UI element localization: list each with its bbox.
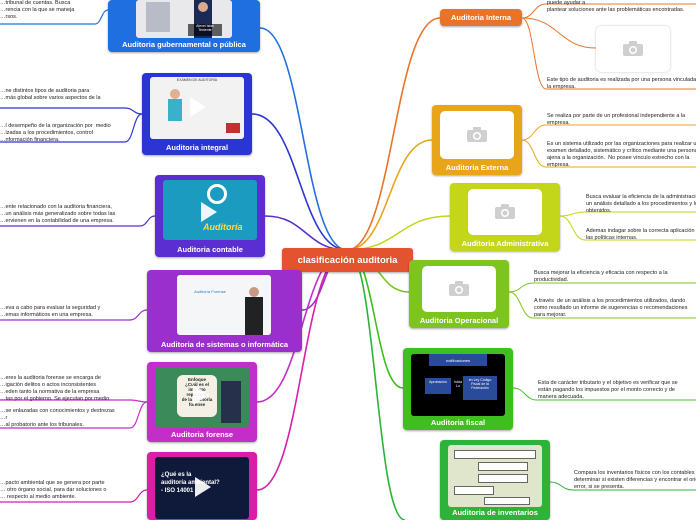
note-interna-2: Este tipo de auditoria es realizada por … (547, 77, 696, 90)
topic-title: Auditoria forense (170, 430, 234, 439)
play-icon[interactable] (195, 477, 211, 497)
main-branch-left (251, 113, 348, 251)
video-thumbnail[interactable]: Enfoque ¿Cuál es el impacto reportado de… (155, 367, 249, 427)
image-placeholder (596, 26, 670, 72)
main-branch-right (346, 17, 441, 251)
topic-title: Auditoria contable (177, 245, 243, 254)
topic-auditoria-inventarios[interactable]: Auditoria de inventarios (440, 440, 550, 520)
sub-branch (129, 489, 148, 503)
topic-title: Auditoria integral (165, 143, 229, 152)
note-forense-2: …se enlazadas con conocimientos y destre… (0, 408, 115, 428)
image-placeholder (422, 266, 496, 312)
video-thumbnail[interactable]: Auditoría (163, 180, 257, 240)
note-interna-1: puede ayudar a plantear soluciones ante … (547, 0, 685, 13)
topic-auditoria-forense[interactable]: Enfoque ¿Cuál es el impacto reportado de… (147, 362, 257, 442)
sub-branch (129, 401, 148, 429)
sub-branch (521, 17, 547, 90)
note-gubernamental-1: …tribunal de cuentas. Busca …rencia con … (0, 0, 75, 20)
note-inventarios-1: Compara los inventarios físicos con los … (574, 470, 696, 490)
video-thumbnail[interactable]: EXÁMEN DE AUDITORÍA (150, 77, 244, 139)
photo-thumbnail: Alexei Islas Teniente (136, 0, 232, 38)
image-placeholder (440, 111, 514, 159)
topic-title: Auditoria Operacional (419, 316, 499, 325)
sub-branch (512, 387, 538, 401)
note-sistemas-1: …eva a cabo para evaluar la seguridad y … (0, 305, 101, 318)
sub-branch (124, 113, 143, 143)
topic-auditoria-externa[interactable]: Auditoria Externa (432, 105, 522, 175)
note-operacional-1: Busca mejorar la eficiencia y eficacia c… (534, 270, 668, 283)
thumb-caption: notificaciones (429, 354, 487, 366)
topic-title: Auditoria Externa (445, 163, 509, 172)
topic-title: Auditoria gubernamental o pública (122, 40, 246, 49)
thumb-caption: Alexei Islas Teniente (188, 24, 222, 36)
topic-title: Auditoria Interna (450, 13, 511, 22)
sub-branch (94, 9, 109, 25)
sub-branch (508, 291, 534, 319)
thumb-caption: Auditoría Forense (194, 289, 226, 294)
topic-auditoria-sistemas[interactable]: Auditoría Forense Auditoria de sistemas … (147, 270, 302, 352)
play-icon[interactable] (190, 97, 206, 117)
thumb-caption: EXÁMEN DE AUDITORÍA (176, 78, 218, 82)
note-contable-1: …ente relacionado con la auditoria finan… (0, 204, 116, 224)
video-thumbnail[interactable]: ¿Qué es la auditoría ambiental? - ISO 14… (155, 457, 249, 519)
topic-auditoria-interna[interactable]: Auditoria Interna (440, 9, 522, 26)
topic-title: Auditoria fiscal (430, 418, 486, 427)
thumb-box: Aprobación (425, 378, 451, 394)
main-branch-left (259, 27, 348, 251)
sub-branch (521, 124, 547, 141)
sub-branch (521, 139, 547, 168)
sub-branch (124, 107, 143, 115)
sub-branch (139, 215, 156, 227)
sub-branch (129, 399, 148, 403)
camera-icon (467, 127, 487, 142)
topic-auditoria-contable[interactable]: Auditoría Auditoria contable (155, 175, 265, 257)
note-externa-1: Se realiza por parte de un profesional i… (547, 113, 686, 126)
sub-branch (521, 3, 547, 19)
play-icon[interactable] (193, 385, 209, 405)
note-fiscal-1: Esta de carácter tributario y el objetiv… (538, 380, 678, 400)
camera-icon (449, 281, 469, 296)
sub-branch (559, 215, 586, 241)
topic-auditoria-administrativa[interactable]: Auditoria Administrativa (450, 183, 560, 251)
thumb-caption: Auditoría (203, 222, 243, 232)
topic-auditoria-gubernamental[interactable]: Alexei Islas Teniente Auditoria gubernam… (108, 0, 260, 52)
video-thumbnail[interactable]: notificaciones Aprobación Inicia Lo en L… (411, 354, 505, 416)
video-thumbnail[interactable]: Auditoría Forense (177, 275, 271, 335)
sub-branch (549, 481, 574, 491)
central-topic-label: clasificación auditoria (297, 254, 398, 266)
sub-branch (559, 211, 586, 217)
camera-icon (623, 41, 643, 56)
thumb-box: Inicia Lo (453, 380, 463, 388)
main-branch-left (264, 215, 348, 251)
topic-auditoria-integral[interactable]: EXÁMEN DE AUDITORÍA Auditoria integral (142, 73, 252, 155)
topic-auditoria-ambiental[interactable]: ¿Qué es la auditoría ambiental? - ISO 14… (147, 452, 257, 520)
note-integral-1: …ne distintos tipos de auditoria para …m… (0, 88, 101, 101)
note-operacional-2: A través de un análisis a los procedimie… (534, 298, 688, 318)
note-integral-2: …l desempeño de la organización por medi… (0, 123, 111, 143)
topic-title: Auditoria Administrativa (461, 239, 549, 248)
sub-branch (508, 282, 534, 293)
camera-icon (495, 204, 515, 219)
image-placeholder (468, 189, 542, 235)
main-branch-right (346, 139, 433, 251)
thumb-box: en Ley Código Fiscal de la Federación (463, 376, 497, 400)
note-ambiental-1: …pacto ambiental que se genera por parte… (0, 480, 107, 500)
topic-title: Auditoria de inventarios (452, 508, 538, 517)
note-administrativa-2: Ademas indagar sobre la correcta aplicac… (586, 228, 695, 241)
note-administrativa-1: Busca evaluar la eficiencia de la admini… (586, 194, 696, 214)
note-forense-1: …eres la auditoria forense se encarga de… (0, 375, 110, 402)
sub-branch (129, 309, 148, 321)
note-externa-2: Es un sistema utilizado por las organiza… (547, 141, 696, 168)
document-thumbnail (448, 445, 542, 507)
play-icon[interactable] (201, 202, 217, 222)
sub-branch (521, 17, 597, 49)
topic-auditoria-fiscal[interactable]: notificaciones Aprobación Inicia Lo en L… (403, 348, 513, 430)
topic-title: Auditoria de sistemas o informática (160, 340, 289, 349)
topic-auditoria-operacional[interactable]: Auditoria Operacional (409, 260, 509, 328)
central-topic[interactable]: clasificación auditoria (282, 248, 413, 272)
